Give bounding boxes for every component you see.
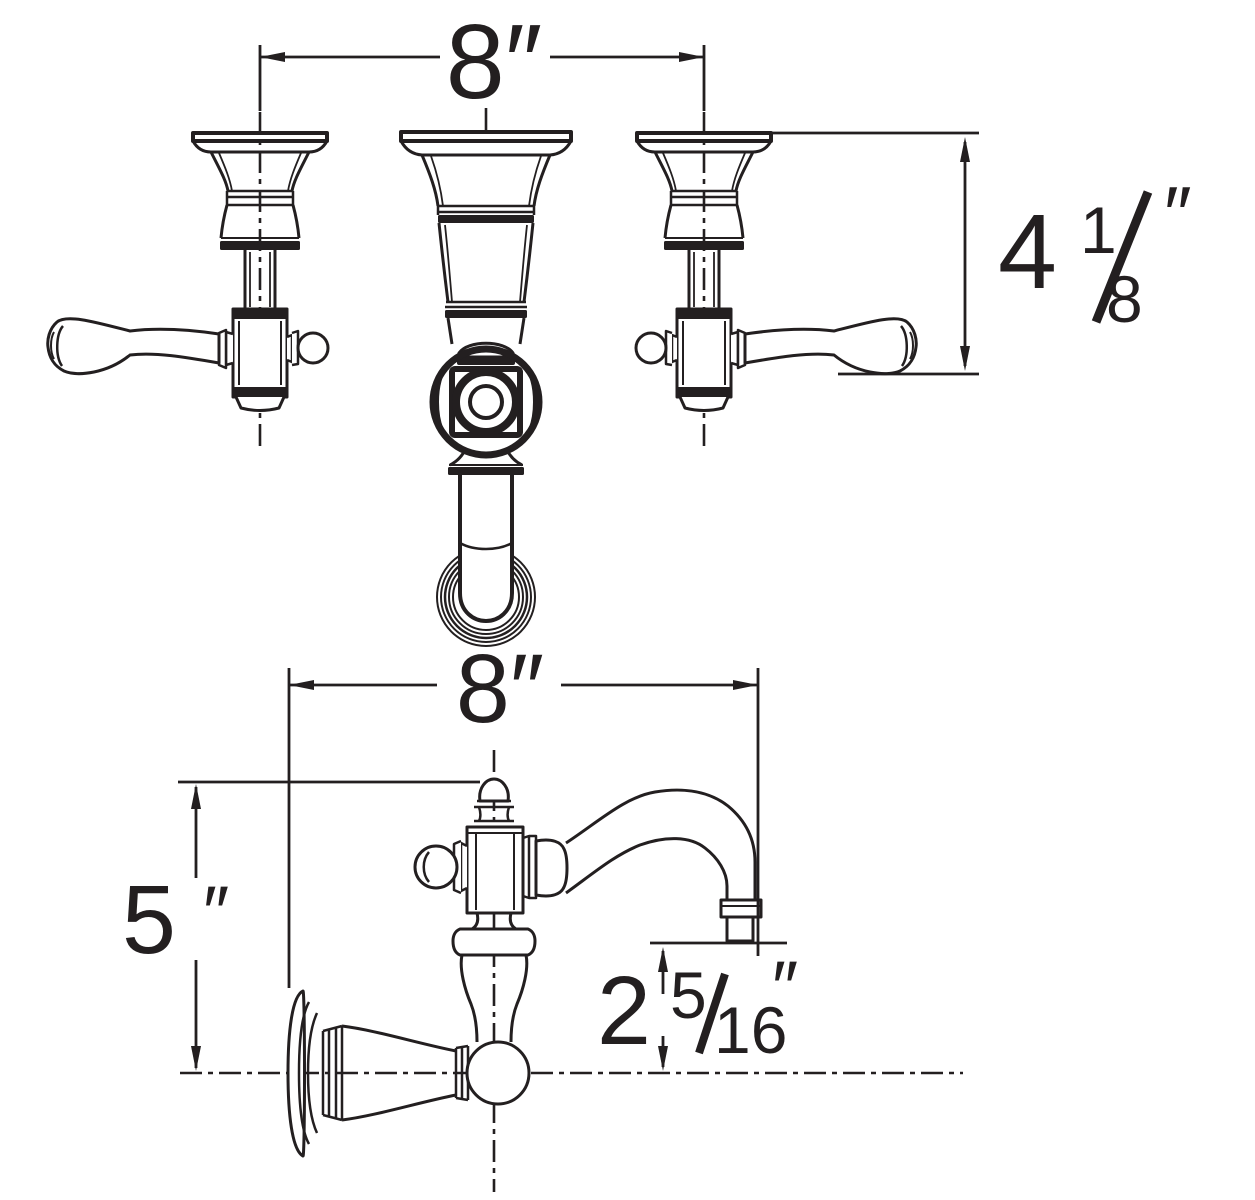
escutcheon-ring	[306, 1012, 319, 1134]
escutcheon-ridge-collar	[321, 1024, 344, 1122]
spout-lower-band	[448, 467, 524, 475]
spout-outer-curve	[565, 788, 757, 900]
spout-neck	[522, 222, 535, 303]
arrowhead	[733, 680, 758, 690]
spout-bend-line	[459, 541, 513, 551]
spout-inner-curve	[565, 837, 729, 900]
dim-label-handle-spacing: 8″	[446, 3, 542, 121]
arrowhead	[289, 680, 314, 690]
spout-neck-inner	[519, 224, 528, 303]
arrowhead	[960, 346, 970, 371]
dim-trim-height-denominator: 8	[1106, 262, 1143, 336]
handle-knob-ball	[413, 844, 459, 890]
left-handle	[45, 110, 330, 449]
dim-trim-height-numerator: 1	[1080, 193, 1117, 267]
spout-skirt	[532, 154, 552, 207]
dim-label-spout-reach: 8″	[456, 634, 544, 743]
spout-front	[399, 108, 573, 647]
spout-neck-inner	[444, 224, 453, 303]
spout-flange-bevel	[399, 140, 573, 157]
fraction-slash	[1091, 190, 1153, 324]
escutcheon-rim	[286, 989, 306, 1158]
elbow-ball	[465, 1040, 531, 1106]
finial-dome	[478, 777, 510, 803]
spout-outlet-tip	[725, 915, 755, 943]
valve-bell	[459, 954, 479, 1043]
ball-cap-band	[457, 357, 515, 365]
escutcheon-trumpet	[341, 1093, 457, 1122]
right-handle	[634, 110, 919, 449]
spout-collar	[436, 204, 536, 215]
arrowhead	[960, 137, 970, 162]
spout-flange-plate	[399, 130, 573, 143]
valve-disc	[451, 927, 537, 957]
dim-trim-height-unit: ″	[1164, 170, 1192, 258]
arrowhead	[260, 52, 285, 62]
spout-neck-band	[445, 310, 527, 318]
front-view: 8″ 4 1 8 ″	[45, 3, 1192, 647]
spout-skirt	[420, 154, 440, 207]
handle-knob-collar	[459, 841, 468, 893]
dim-spout-drop: 2 5 16 ″	[597, 941, 798, 1071]
escutcheon-end-collar	[454, 1044, 470, 1102]
dim-spout-drop-denominator: 16	[714, 993, 787, 1067]
dim-spout-drop-whole: 2	[597, 956, 651, 1065]
handle-knob-cap-line	[422, 851, 431, 883]
arrowhead	[658, 947, 668, 972]
fraction-slash	[695, 972, 729, 1055]
ball-shade-arc	[436, 374, 444, 430]
arrowhead	[191, 1046, 201, 1071]
arrowhead	[658, 1046, 668, 1071]
valve-bell	[509, 954, 529, 1043]
dim-trim-height-whole: 4	[998, 193, 1057, 311]
escutcheon-ring	[297, 1001, 311, 1145]
escutcheon-trumpet	[341, 1024, 457, 1053]
spout-collar-band	[438, 215, 534, 223]
ball-inner-ring	[452, 368, 520, 436]
arrowhead	[191, 784, 201, 809]
side-view: 8″ 5 ″ 2 5 16 ″	[122, 634, 963, 1192]
arrowhead	[679, 52, 704, 62]
dim-faucet-height-unit: ″	[203, 871, 229, 954]
ball-center-ring	[468, 384, 504, 420]
spout-outlet-collar	[719, 898, 763, 919]
spout-neck-taper	[446, 317, 526, 345]
dim-trim-height: 4 1 8 ″	[770, 131, 1192, 376]
dim-handle-spacing: 8″	[258, 3, 706, 121]
dim-faucet-height: 5 ″	[122, 780, 480, 1071]
spout-neck	[437, 222, 450, 303]
spout-neck-rings	[445, 300, 527, 309]
spout-side	[565, 788, 763, 943]
spout-skirt-inner	[528, 155, 542, 207]
ball-shade-arc	[528, 374, 536, 430]
dim-spout-drop-numerator: 5	[670, 958, 707, 1032]
spout-skirt-inner	[430, 155, 444, 207]
valve-column-side	[413, 777, 569, 1043]
ball-outer-ring	[429, 345, 543, 459]
finial-rings	[474, 799, 514, 809]
dim-spout-reach: 8″	[287, 634, 760, 988]
dim-spout-drop-unit: ″	[772, 946, 798, 1029]
dim-faucet-height-value: 5	[122, 865, 176, 974]
spout-flange-cushion	[534, 838, 569, 898]
spout-flange-rings	[522, 834, 538, 900]
wall-escutcheon-side	[286, 989, 470, 1158]
